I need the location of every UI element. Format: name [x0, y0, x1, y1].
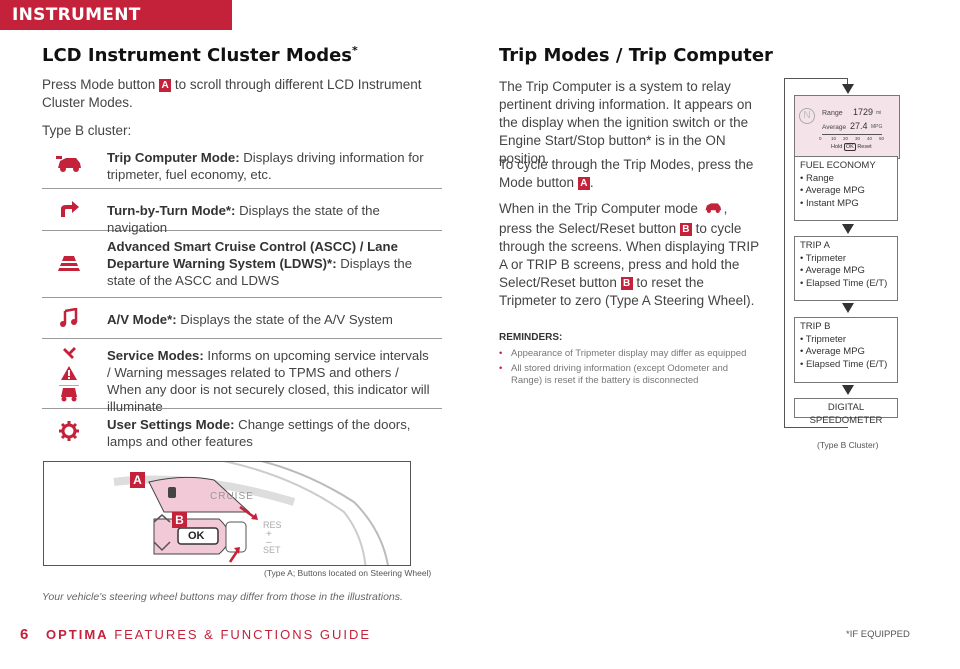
left-title-text: LCD Instrument Cluster Modes	[42, 45, 353, 66]
range-value: 1729	[853, 107, 874, 117]
flow-item: • Instant MPG	[800, 197, 859, 209]
flow-item: • Elapsed Time (E/T)	[800, 277, 888, 289]
plus-sign: +	[266, 529, 272, 540]
flow-title: TRIP A	[800, 240, 830, 251]
gear-icon	[54, 420, 84, 447]
flow-title: FUEL ECONOMY	[800, 160, 876, 171]
badge-b-wheel: B	[172, 512, 187, 528]
lane-icon	[54, 254, 84, 277]
arrow-down-icon	[842, 303, 854, 313]
mode-desc-service: Service Modes: Informs on upcoming servi…	[107, 348, 430, 414]
flow-title: TRIP B	[800, 321, 831, 332]
intro-post: to scroll through different LCD Instrume…	[42, 77, 422, 110]
right-title-text: Trip Modes / Trip Computer	[499, 45, 773, 66]
car-trip-inline-icon	[702, 200, 724, 220]
disclaimer: Your vehicle's steering wheel buttons ma…	[42, 591, 403, 603]
range-label: Range	[822, 110, 843, 117]
arrow-down-icon	[842, 84, 854, 94]
mpg-scale-bar	[822, 134, 882, 135]
trip-para3: When in the Trip Computer mode , press t…	[499, 200, 759, 308]
reminders-title: REMINDERS:	[499, 332, 563, 343]
left-title: LCD Instrument Cluster Modes*	[42, 44, 358, 66]
reminders-list: •Appearance of Tripmeter display may dif…	[499, 348, 761, 387]
set-label: SET	[263, 545, 281, 555]
flow-connector	[847, 78, 848, 88]
range-unit: mi	[876, 110, 882, 116]
gear-indicator: N	[799, 108, 815, 124]
trip-para2: To cycle through the Trip Modes, press t…	[499, 157, 754, 190]
mode-row-turn: Turn-by-Turn Mode*: Displays the state o…	[42, 188, 442, 235]
steering-wheel-illustration: CRUISE RES + – SET OK A B	[43, 461, 411, 566]
flow-box-fuel-economy: FUEL ECONOMY • Range • Average MPG • Ins…	[794, 156, 898, 221]
guide-model: OPTIMA	[46, 627, 109, 642]
flow-box-trip-b: TRIP B • Tripmeter • Average MPG • Elaps…	[794, 317, 898, 383]
guide-name: OPTIMA FEATURES & FUNCTIONS GUIDE	[46, 627, 371, 642]
arrow-down-icon	[842, 224, 854, 234]
mode-desc-av: A/V Mode*: Displays the state of the A/V…	[107, 312, 393, 327]
mode-desc-settings: User Settings Mode: Change settings of t…	[107, 417, 411, 449]
mode-row-settings: User Settings Mode: Change settings of t…	[42, 408, 442, 453]
if-equipped-note: *IF EQUIPPED	[846, 629, 910, 640]
badge-b-1: B	[679, 223, 692, 236]
ok-button-label: OK	[188, 530, 205, 542]
title-asterisk: *	[352, 44, 358, 57]
flow-item: • Range	[800, 172, 834, 184]
scale-tick-label: 30	[855, 136, 861, 141]
badge-a-para2: A	[577, 177, 590, 190]
car-trip-icon	[54, 153, 84, 180]
badge-b-2: B	[620, 277, 633, 290]
reminder-item: •All stored driving information (except …	[499, 363, 729, 386]
page-number: 6	[20, 626, 29, 643]
section-tab: INSTRUMENT CLUSTER	[0, 0, 232, 55]
trip-para1: The Trip Computer is a system to relay p…	[499, 79, 752, 166]
mode-desc-turn: Turn-by-Turn Mode*: Displays the state o…	[107, 203, 380, 235]
mode-desc-ascc: Advanced Smart Cruise Control (ASCC) / L…	[107, 239, 413, 288]
minus-sign: –	[266, 537, 272, 548]
wheel-caption: (Type A; Buttons located on Steering Whe…	[264, 568, 432, 578]
reminder-item: •Appearance of Tripmeter display may dif…	[499, 348, 747, 359]
flow-item: • Tripmeter	[800, 333, 847, 345]
flow-item: • Average MPG	[800, 265, 865, 276]
cruise-label: CRUISE	[210, 491, 254, 502]
mode-row-ascc: Advanced Smart Cruise Control (ASCC) / L…	[42, 230, 442, 298]
mode-row-av: A/V Mode*: Displays the state of the A/V…	[42, 297, 442, 339]
mode-row-trip: Trip Computer Mode: Displays driving inf…	[42, 143, 442, 189]
avg-unit: MPG	[871, 124, 883, 130]
flow-item: • Tripmeter	[800, 252, 847, 264]
hold-reset-hint: Hold OK Reset	[831, 143, 872, 151]
badge-a: A	[159, 79, 172, 92]
flow-item: • Elapsed Time (E/T)	[800, 358, 888, 370]
scale-tick-label: 40	[867, 136, 873, 141]
avg-label: Average	[822, 124, 847, 131]
guide-title: FEATURES & FUNCTIONS GUIDE	[114, 627, 372, 642]
right-title: Trip Modes / Trip Computer	[499, 45, 773, 66]
arrow-down-icon	[842, 385, 854, 395]
badge-a-wheel: A	[130, 472, 145, 488]
flow-box-digital-speedometer: DIGITAL SPEEDOMETER	[794, 398, 898, 426]
mpg-scale: 0 10 20 30 40 50	[819, 136, 889, 142]
turn-arrow-icon	[54, 200, 84, 223]
avg-value: 27.4	[850, 121, 868, 131]
scale-tick-label: 50	[879, 136, 885, 141]
mode-desc-trip: Trip Computer Mode: Displays driving inf…	[107, 150, 424, 182]
flow-caption: (Type B Cluster)	[817, 440, 879, 450]
res-label: RES	[263, 520, 282, 530]
cluster-display: N Range 1729 mi Average 27.4 MPG 0 10 20 30…	[794, 95, 900, 159]
flow-item: • Average MPG	[800, 346, 865, 357]
scale-tick-label: 0	[819, 136, 822, 141]
intro-pre: Press Mode button	[42, 77, 156, 92]
scale-tick-label: 20	[843, 136, 849, 141]
flow-loop-line-bottom	[784, 427, 848, 428]
service-icons	[54, 344, 84, 409]
mode-row-service: Service Modes: Informs on upcoming servi…	[42, 338, 442, 414]
flow-loop-line-top	[784, 78, 848, 79]
flow-loop-line-left	[784, 78, 785, 428]
intro-text: Press Mode button A to scroll through di…	[42, 76, 432, 112]
scale-tick-label: 10	[831, 136, 837, 141]
flow-item: • Average MPG	[800, 185, 865, 196]
music-note-icon	[54, 307, 84, 333]
type-label: Type B cluster:	[42, 123, 132, 138]
flow-box-trip-a: TRIP A • Tripmeter • Average MPG • Elaps…	[794, 236, 898, 301]
